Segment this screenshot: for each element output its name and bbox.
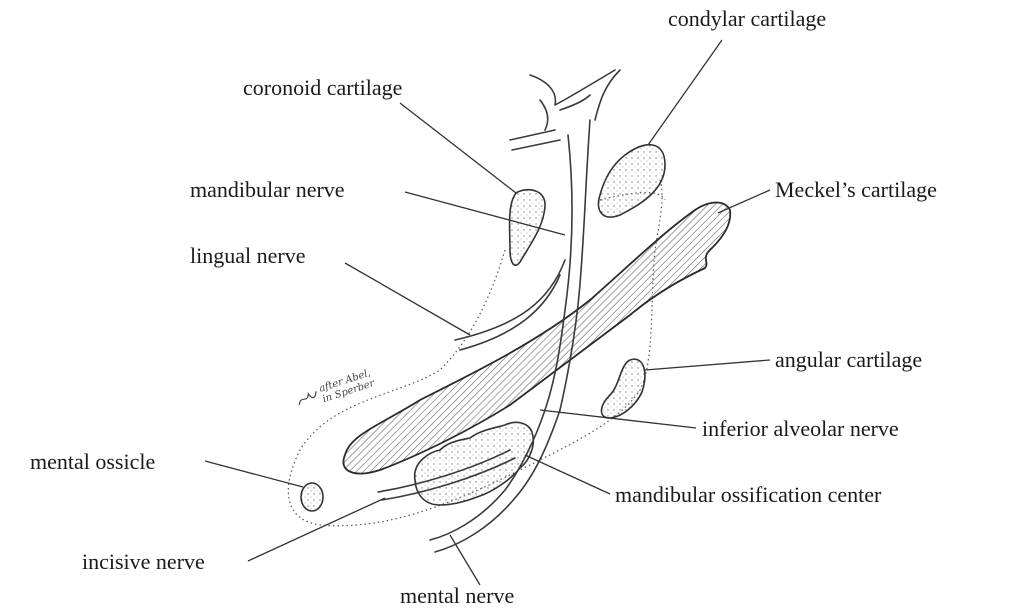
mental-ossicle-shape <box>300 482 324 512</box>
label-condylar-cartilage: condylar cartilage <box>668 6 826 31</box>
leader-mental-nerve <box>449 534 481 586</box>
angular-cartilage-shape <box>600 358 646 419</box>
coronoid-cartilage-shape <box>508 189 546 266</box>
trigeminal-branches <box>509 69 621 151</box>
label-inferior-alveolar-nerve: inferior alveolar nerve <box>702 416 899 441</box>
leader-ossification <box>524 454 611 495</box>
leader-coronoid <box>399 102 517 194</box>
incisive-nerve-trunk <box>377 449 516 501</box>
condylar-cartilage-shape <box>597 143 666 218</box>
label-incisive-nerve: incisive nerve <box>82 549 205 574</box>
label-mandibular-nerve: mandibular nerve <box>190 177 345 202</box>
leader-inferior-alveolar <box>539 409 697 429</box>
leader-mandibular-nerve <box>404 191 566 236</box>
lingual-nerve-trunk <box>454 259 566 351</box>
artist-signature: after Abel, in Sperber <box>298 368 377 405</box>
inferior-alveolar-nerve-trunk <box>429 409 561 553</box>
leader-mental-ossicle <box>204 460 304 488</box>
mandibular-nerve-trunk <box>544 119 591 411</box>
label-mental-ossicle: mental ossicle <box>30 449 155 474</box>
label-angular-cartilage: angular cartilage <box>775 347 922 372</box>
label-coronoid-cartilage: coronoid cartilage <box>243 75 402 100</box>
label-mandibular-ossification-center: mandibular ossification center <box>615 482 882 507</box>
meckels-cartilage-shape <box>342 201 732 475</box>
label-lingual-nerve: lingual nerve <box>190 243 305 268</box>
leader-condylar <box>647 39 723 146</box>
mandibular-ossification-center-shape <box>414 421 535 506</box>
leader-lingual <box>344 262 471 336</box>
mandible-outline <box>287 179 663 527</box>
label-mental-nerve: mental nerve <box>400 583 514 608</box>
leader-angular <box>644 359 771 371</box>
leader-incisive <box>247 497 386 562</box>
label-meckels-cartilage: Meckel’s cartilage <box>775 177 937 202</box>
leader-meckels <box>717 189 771 214</box>
